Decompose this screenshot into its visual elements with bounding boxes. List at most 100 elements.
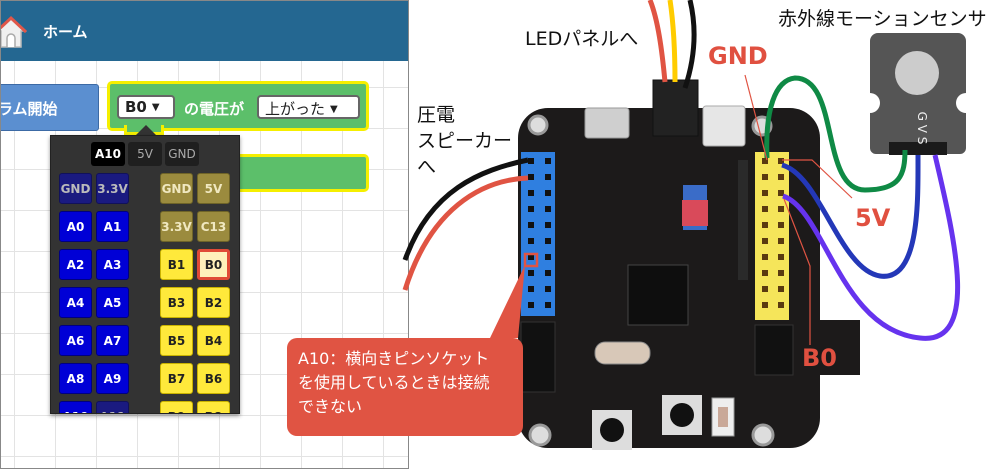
socket-hole [762,286,768,292]
wire-green-gnd [764,75,908,193]
socket-hole [545,270,551,276]
callout-line1: A10：横向きピンソケット [298,349,490,368]
pin-c13[interactable]: C13 [197,211,230,242]
socket-hole [528,254,534,260]
callout-pointer [490,265,525,338]
pin-a3[interactable]: A3 [96,249,129,280]
pin-a11[interactable]: A11 [96,401,129,413]
pin-a1[interactable]: A1 [96,211,129,242]
socket-hole [545,238,551,244]
pin-dropdown[interactable]: B0▼ [117,95,175,119]
pin-gnd[interactable]: GND [59,173,92,204]
a10-pin-highlight [523,252,539,268]
tab-gnd[interactable]: GND [165,142,199,166]
b0-label: B0 [802,344,837,372]
voltage-event-block[interactable]: B0▼ の電圧が 上がった▼ [107,81,369,131]
gnd-pointer-line [744,74,768,161]
socket-hole [528,270,534,276]
event-block-text: の電圧が [184,100,245,118]
socket-hole [762,206,768,212]
program-start-block[interactable]: ラム開始 [1,84,99,131]
wire-yellow [667,0,678,83]
gnd-label: GND [708,42,768,70]
wire-red [647,0,668,83]
mount-hole [751,423,775,447]
speaker-wire-red [402,175,529,291]
mcu-chip [627,264,689,326]
pin-b3[interactable]: B3 [160,287,193,318]
header-bar: ホーム [1,1,408,61]
speaker-label-line3: へ [417,156,437,178]
socket-hole [528,174,534,180]
wiring-illustration: G V S LEDパネルへ 圧電 スピーカー へ 赤外線モーションセンサ GND… [400,0,1000,471]
socket-hole [778,158,784,164]
socket-hole [778,302,784,308]
socket-hole [778,206,784,212]
pin-a5[interactable]: A5 [96,287,129,318]
pin-a6[interactable]: A6 [59,325,92,356]
pin-a8[interactable]: A8 [59,363,92,394]
pin-3-3v[interactable]: 3.3V [96,173,129,204]
tab-a10[interactable]: A10 [91,142,125,166]
pin-picker-tabs: A10 5V GND [91,142,199,166]
pin-picker-popup: A10 5V GND GND3.3VA0A1A2A3A4A5A6A7A8A9A1… [50,135,240,414]
socket-hole [778,238,784,244]
socket-hole [528,238,534,244]
socket-hole [778,286,784,292]
socket-hole [528,190,534,196]
sensor-lens [895,51,939,95]
pin-b9[interactable]: B9 [160,401,193,413]
mount-hole [528,423,552,447]
pin-gnd[interactable]: GND [160,173,193,204]
pin-b5[interactable]: B5 [160,325,193,356]
socket-hole [778,254,784,260]
white-connector [702,105,746,147]
black-socket [520,321,556,393]
pin-b6[interactable]: B6 [197,363,230,394]
led-connector [652,79,699,137]
socket-hole [528,206,534,212]
socket-hole [762,158,768,164]
socket-hole [762,254,768,260]
home-icon[interactable] [0,15,27,49]
pin-b8[interactable]: B8 [197,401,230,413]
5v-label: 5V [855,204,891,232]
direction-dropdown[interactable]: 上がった▼ [257,95,360,119]
mount-hole [527,114,549,136]
header-title[interactable]: ホーム [43,23,88,41]
socket-hole [762,238,768,244]
socket-hole [545,206,551,212]
popup-pointer [136,125,156,135]
pin-3-3v[interactable]: 3.3V [160,211,193,242]
pin-a7[interactable]: A7 [96,325,129,356]
sensor-pin-labels: G V S [915,112,929,145]
pin-a10[interactable]: A10 [59,401,92,413]
socket-hole [762,302,768,308]
pin-a0[interactable]: A0 [59,211,92,242]
black-pin-header [738,160,748,280]
pin-b7[interactable]: B7 [160,363,193,394]
pin-a2[interactable]: A2 [59,249,92,280]
wire-blue-5v [781,154,921,279]
pin-b1[interactable]: B1 [160,249,193,280]
socket-hole [545,286,551,292]
socket-hole [545,254,551,260]
socket-hole [545,222,551,228]
a10-warning-callout: A10：横向きピンソケット を使用しているときは接続 できない [287,338,523,436]
speaker-label-line1: 圧電 [417,104,456,126]
socket-hole [528,286,534,292]
tab-5v[interactable]: 5V [128,142,162,166]
socket-hole [762,270,768,276]
pin-b0[interactable]: B0 [197,249,230,280]
wiring-diagram-svg: G V S [402,0,966,450]
pin-a9[interactable]: A9 [96,363,129,394]
pin-b2[interactable]: B2 [197,287,230,318]
crystal [594,341,651,365]
pin-b4[interactable]: B4 [197,325,230,356]
black-socket-right [754,324,794,376]
pin-a4[interactable]: A4 [59,287,92,318]
motion-sensor [870,33,966,155]
pin-5v[interactable]: 5V [197,173,230,204]
socket-hole [528,302,534,308]
